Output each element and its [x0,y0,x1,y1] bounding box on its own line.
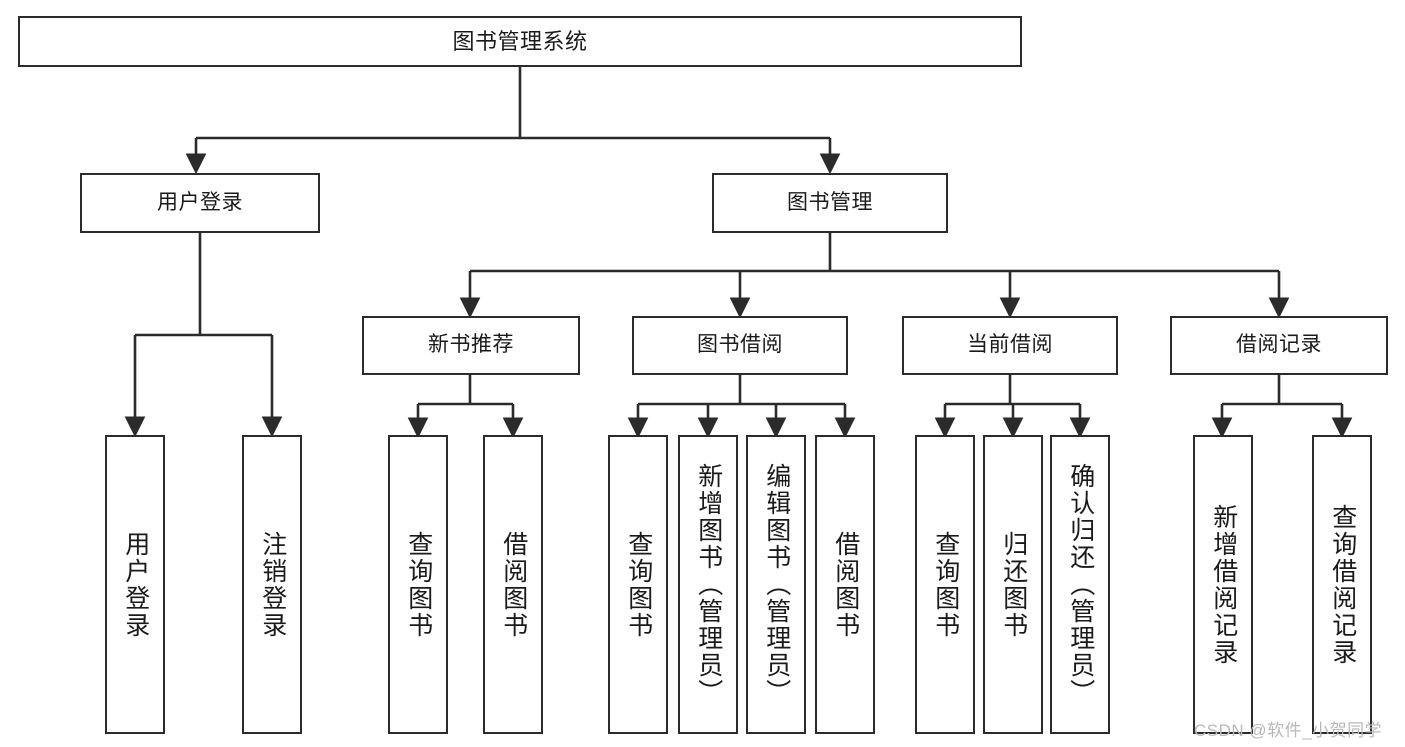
node-current-borrow-label: 当前借阅 [967,333,1053,357]
node-leaf-add-book-label: 新增图书（管理员） [694,463,723,706]
node-leaf-borrow-book-1-label: 借阅图书 [499,530,528,639]
node-leaf-borrow-book-1[interactable]: 借阅图书 [483,435,543,734]
node-leaf-user-login[interactable]: 用户登录 [105,435,165,734]
node-user-login-label: 用户登录 [157,190,243,214]
node-leaf-return-book-label: 归还图书 [999,530,1028,639]
node-root-label: 图书管理系统 [452,28,588,54]
node-leaf-return-book[interactable]: 归还图书 [983,435,1043,734]
node-leaf-query-book-2[interactable]: 查询图书 [608,435,668,734]
node-leaf-logout-login-label: 注销登录 [258,530,287,639]
node-leaf-edit-book-label: 编辑图书（管理员） [762,463,791,706]
node-leaf-user-login-label: 用户登录 [121,530,150,639]
node-leaf-query-book-2-label: 查询图书 [624,530,653,639]
node-leaf-add-record-label: 新增借阅记录 [1209,503,1238,666]
node-book-borrow-label: 图书借阅 [697,333,783,357]
node-current-borrow[interactable]: 当前借阅 [902,316,1118,375]
node-leaf-query-book-1-label: 查询图书 [404,530,433,639]
watermark-text: CSDN @软件_小贺同学 [1194,721,1383,740]
node-leaf-query-record-label: 查询借阅记录 [1328,503,1357,666]
node-borrow-record-label: 借阅记录 [1236,333,1322,357]
node-leaf-query-book-3[interactable]: 查询图书 [915,435,975,734]
node-leaf-add-book[interactable]: 新增图书（管理员） [678,435,738,734]
node-leaf-confirm-return-label: 确认归还（管理员） [1066,463,1095,706]
node-leaf-borrow-book-2[interactable]: 借阅图书 [815,435,875,734]
node-leaf-query-book-1[interactable]: 查询图书 [388,435,448,734]
node-leaf-confirm-return[interactable]: 确认归还（管理员） [1050,435,1110,734]
node-book-manage-label: 图书管理 [787,190,873,214]
node-leaf-edit-book[interactable]: 编辑图书（管理员） [746,435,806,734]
node-leaf-query-book-3-label: 查询图书 [931,530,960,639]
node-user-login[interactable]: 用户登录 [80,173,320,233]
node-leaf-add-record[interactable]: 新增借阅记录 [1193,435,1253,734]
node-leaf-logout-login[interactable]: 注销登录 [242,435,302,734]
node-root[interactable]: 图书管理系统 [18,16,1022,67]
node-book-borrow[interactable]: 图书借阅 [632,316,848,375]
node-leaf-query-record[interactable]: 查询借阅记录 [1312,435,1372,734]
watermark: CSDN @软件_小贺同学 [1194,716,1382,741]
node-leaf-borrow-book-2-label: 借阅图书 [831,530,860,639]
node-new-book-recommend[interactable]: 新书推荐 [362,316,580,375]
node-borrow-record[interactable]: 借阅记录 [1170,316,1388,375]
node-new-book-recommend-label: 新书推荐 [428,333,514,357]
node-book-manage[interactable]: 图书管理 [712,173,948,233]
